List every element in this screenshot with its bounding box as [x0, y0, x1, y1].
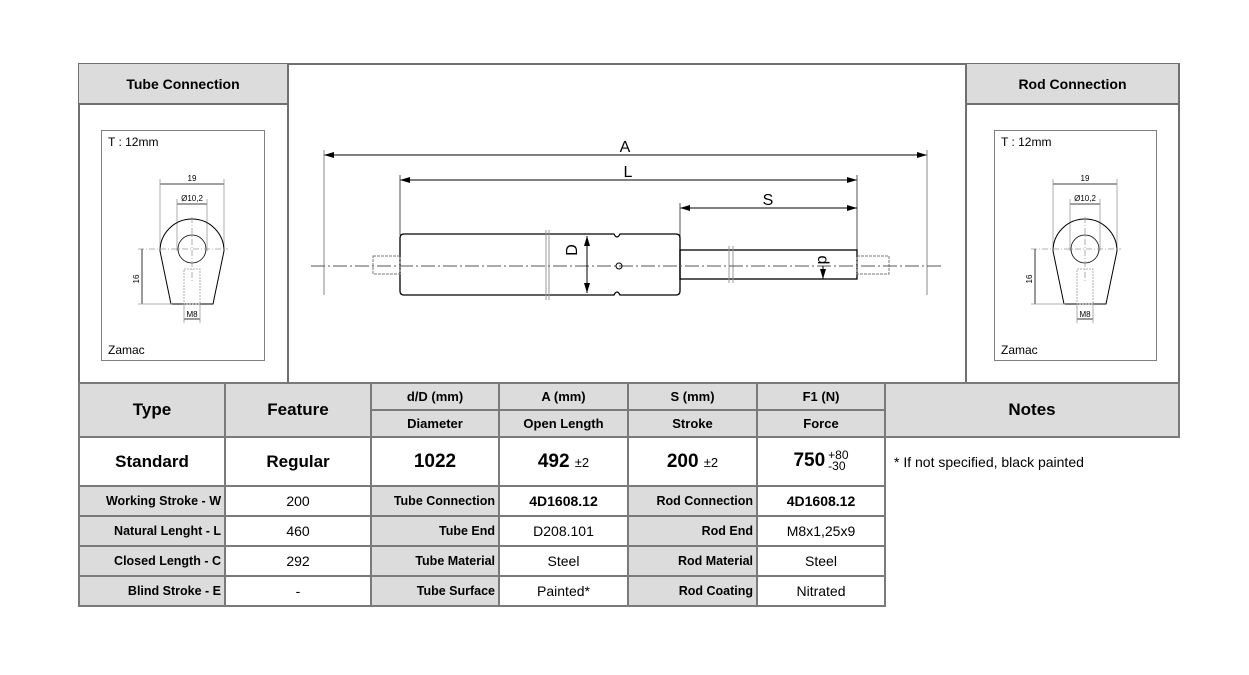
eye-fitting-icon: 19 Ø10,2 16 M8 [132, 174, 228, 323]
rod-coating-value: Nitrated [756, 575, 886, 607]
tube-end-label: Tube End [370, 515, 500, 547]
tube-connection-header: Tube Connection [79, 64, 289, 105]
header-stroke-unit: S (mm) [627, 382, 758, 411]
rod-material-value: Steel [756, 545, 886, 577]
blank-cell [885, 486, 1179, 516]
feature-value: Regular [224, 436, 372, 487]
blank-cell [885, 516, 1179, 546]
blank-cell [885, 546, 1179, 576]
header-feature: Feature [224, 382, 372, 438]
open-length-value: 492 [537, 450, 570, 472]
header-notes: Notes [884, 382, 1180, 438]
force-tol-minus: -30 [828, 459, 846, 474]
tube-material-label: Zamac [108, 343, 145, 357]
rod-connection-panel: T : 12mm 19 Ø10,2 1 [965, 105, 1178, 382]
rod-end-label: Rod End [627, 515, 758, 547]
working-stroke-value: 200 [224, 485, 372, 517]
spec-table: Type Feature d/D (mm) A (mm) S (mm) F1 (… [78, 382, 1180, 607]
working-stroke-label: Working Stroke - W [78, 485, 226, 517]
force-value: 750 [793, 450, 826, 472]
stroke-value: 200 [666, 450, 699, 472]
tube-connection-value: 4D1608.12 [498, 485, 629, 517]
closed-length-value: 292 [224, 545, 372, 577]
header-length-unit: A (mm) [498, 382, 629, 411]
open-length-tolerance: ±2 [574, 454, 590, 470]
rod-connection-value: 4D1608.12 [756, 485, 886, 517]
tube-connection-label: Tube Connection [370, 485, 500, 517]
natural-length-value: 460 [224, 515, 372, 547]
rod-material-label: Rod Material [627, 545, 758, 577]
blank-cell [885, 576, 1179, 606]
dim-D-label: D [564, 244, 581, 256]
rod-connection-label: Rod Connection [627, 485, 758, 517]
natural-length-label: Natural Lenght - L [78, 515, 226, 547]
tube-connection-title: Tube Connection [126, 75, 240, 92]
open-length-cell: 492 ±2 [498, 436, 629, 487]
tube-surface-label: Tube Surface [370, 575, 500, 607]
stroke-tolerance: ±2 [703, 454, 719, 470]
header-diameter-unit: d/D (mm) [370, 382, 500, 411]
blind-stroke-value: - [224, 575, 372, 607]
closed-length-label: Closed Length - C [78, 545, 226, 577]
dim-S-label: S [763, 192, 774, 209]
tube-thickness-label: T : 12mm [108, 135, 159, 149]
tube-material-label: Tube Material [370, 545, 500, 577]
notes-value: * If not specified, black painted [894, 454, 1084, 470]
tube-connection-drawing: T : 12mm [101, 130, 265, 361]
force-tol-plus: +80 [828, 448, 849, 463]
type-value: Standard [78, 436, 226, 487]
svg-text:M8: M8 [1079, 310, 1091, 319]
width-dim-text: 19 [188, 174, 197, 183]
header-type: Type [78, 382, 226, 438]
svg-text:Ø10,2: Ø10,2 [181, 194, 203, 203]
header-stroke-label: Stroke [627, 409, 758, 438]
dim-L-label: L [624, 164, 633, 181]
rod-connection-drawing: T : 12mm 19 Ø10,2 1 [994, 130, 1157, 361]
svg-text:M8: M8 [186, 310, 198, 319]
tube-material-value: Steel [498, 545, 629, 577]
header-diameter-label: Diameter [370, 409, 500, 438]
svg-text:19: 19 [1081, 174, 1090, 183]
diameter-value: 1022 [370, 436, 500, 487]
rod-material-label: Zamac [1001, 343, 1038, 357]
svg-text:16: 16 [132, 274, 141, 283]
dim-A-label: A [620, 139, 631, 156]
tube-surface-value: Painted* [498, 575, 629, 607]
rod-end-value: M8x1,25x9 [756, 515, 886, 547]
dim-d-label: d [814, 256, 831, 265]
tube-connection-panel: T : 12mm [79, 105, 289, 382]
header-length-label: Open Length [498, 409, 629, 438]
header-force-label: Force [756, 409, 886, 438]
eye-fitting-icon: 19 Ø10,2 16 M8 [1025, 174, 1121, 323]
drawing-frame [78, 63, 1180, 383]
stroke-cell: 200 ±2 [627, 436, 758, 487]
rod-coating-label: Rod Coating [627, 575, 758, 607]
rod-connection-header: Rod Connection [965, 64, 1178, 105]
tube-end-value: D208.101 [498, 515, 629, 547]
force-tolerance: +80-30 [828, 448, 849, 474]
gas-spring-drawing: A L S D d [311, 139, 941, 300]
rod-thickness-label: T : 12mm [1001, 135, 1052, 149]
svg-text:Ø10,2: Ø10,2 [1074, 194, 1096, 203]
rod-connection-title: Rod Connection [1018, 75, 1127, 92]
force-cell: 750+80-30 [756, 436, 886, 487]
svg-text:16: 16 [1025, 274, 1034, 283]
blind-stroke-label: Blind Stroke - E [78, 575, 226, 607]
header-force-unit: F1 (N) [756, 382, 886, 411]
